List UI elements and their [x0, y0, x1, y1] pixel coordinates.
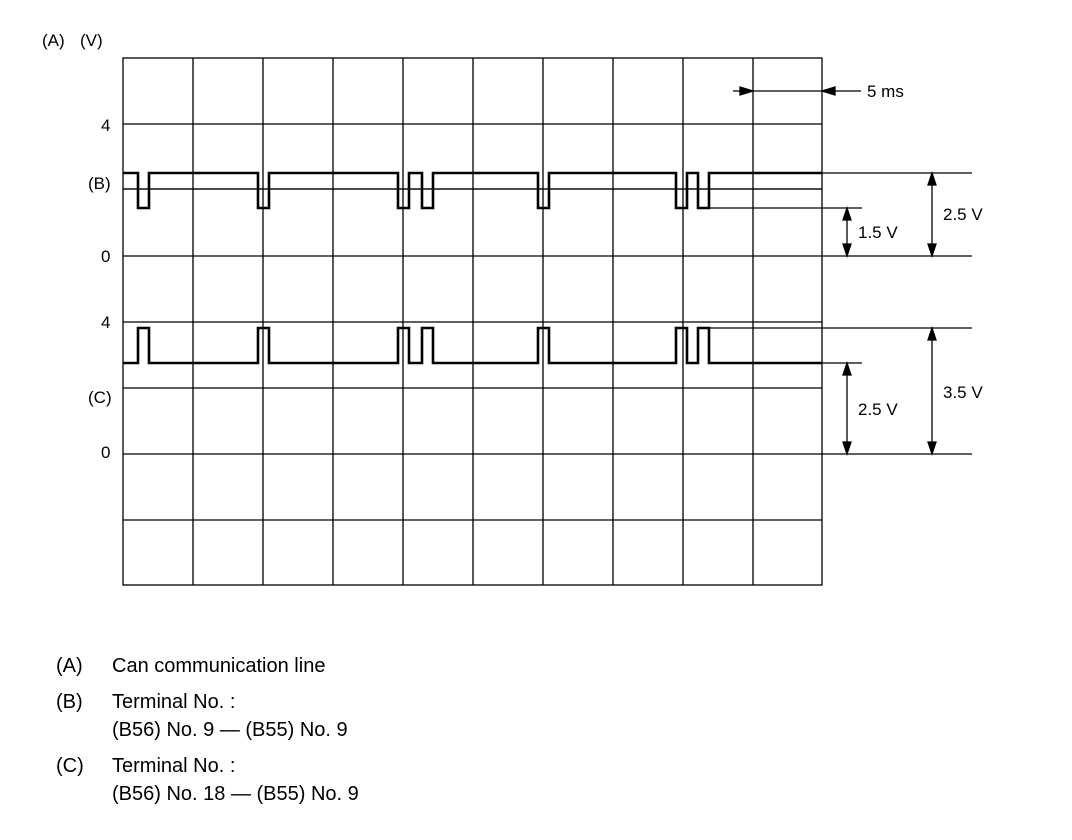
trace-c-waveform	[123, 326, 822, 365]
legend: (A) Can communication line (B) Terminal …	[56, 652, 359, 816]
c-high-level-label: 3.5 V	[943, 383, 983, 402]
waveform-traces	[123, 171, 822, 365]
legend-key-a: (A)	[56, 655, 83, 677]
trace-b-label: (B)	[88, 174, 111, 193]
b-low-arrow-up-icon	[842, 205, 852, 221]
c-low-arrow-up-icon	[842, 360, 852, 376]
time-arrow-left-icon	[819, 86, 836, 96]
b-high-arrow-up-icon	[927, 170, 937, 186]
oscilloscope-diagram: (A) (V) 4 (B) 0 4 (C) 0 5 ms 1.5 V 2.5 V…	[42, 31, 983, 586]
c-low-level-label: 2.5 V	[858, 400, 898, 419]
dimension-lines	[123, 86, 972, 457]
legend-item-c: (C) Terminal No. : (B56) No. 18 — (B55) …	[56, 752, 359, 808]
tick-label-0-upper: 0	[101, 247, 110, 266]
b-low-level-label: 1.5 V	[858, 223, 898, 242]
b-low-arrow-down-icon	[842, 243, 852, 259]
tick-label-0-lower: 0	[101, 443, 110, 462]
time-arrow-right-icon	[739, 86, 756, 96]
trace-c-label: (C)	[88, 388, 112, 407]
legend-text-a: Can communication line	[112, 655, 326, 677]
axis-unit-label: (V)	[80, 31, 103, 50]
legend-text-c: Terminal No. : (B56) No. 18 — (B55) No. …	[112, 755, 359, 805]
axis-label-a: (A)	[42, 31, 65, 50]
tick-label-4-upper: 4	[101, 116, 110, 135]
time-division-label: 5 ms	[867, 82, 904, 101]
c-high-arrow-up-icon	[927, 325, 937, 341]
legend-text-b: Terminal No. : (B56) No. 9 — (B55) No. 9	[112, 691, 348, 741]
c-high-arrow-down-icon	[927, 441, 937, 457]
tick-label-4-lower: 4	[101, 313, 110, 332]
trace-b-waveform	[123, 171, 822, 210]
legend-key-b: (B)	[56, 691, 83, 713]
b-high-arrow-down-icon	[927, 243, 937, 259]
legend-item-a: (A) Can communication line	[56, 652, 359, 680]
c-low-arrow-down-icon	[842, 441, 852, 457]
b-high-level-label: 2.5 V	[943, 205, 983, 224]
legend-key-c: (C)	[56, 755, 84, 777]
oscilloscope-grid	[122, 57, 823, 586]
legend-item-b: (B) Terminal No. : (B56) No. 9 — (B55) N…	[56, 688, 359, 744]
